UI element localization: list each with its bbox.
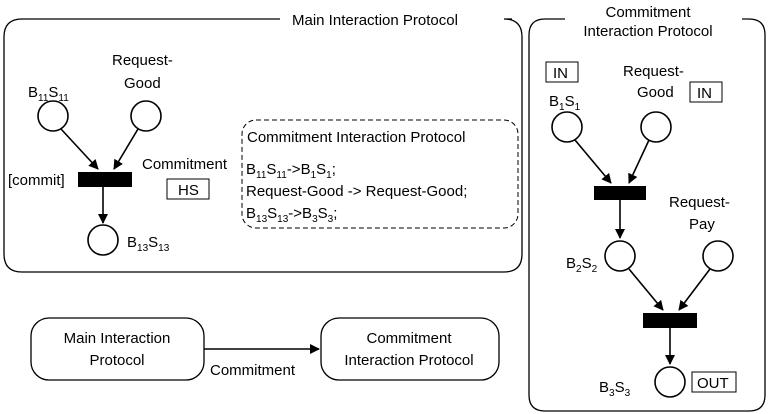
place-b2s2 (604, 240, 636, 272)
commit-request-good-label-1: Request- (623, 63, 684, 80)
commit-place-request-good (640, 111, 672, 143)
hs-tag-text: HS (178, 182, 199, 199)
transition-commit (78, 172, 132, 187)
summary-commitment-label: Commitment (210, 362, 296, 379)
arc-request-pay-to-t2 (678, 268, 711, 311)
transition-commit-label: [commit] (8, 172, 65, 189)
place-b1s1 (551, 111, 583, 143)
arc-request-good-to-commit (113, 128, 139, 170)
summary-commitment-protocol-box (320, 317, 500, 381)
place-request-good-label-2: Good (124, 75, 161, 92)
place-b3s3-label: B3S3 (599, 379, 631, 399)
summary-main-protocol-box (30, 317, 205, 381)
out-tag (691, 371, 737, 393)
mapping-line-1: B11S11->B1S1; (246, 161, 336, 181)
place-b11s11 (37, 100, 69, 132)
place-request-pay-label-1: Request- (669, 194, 730, 211)
place-b11s11-label: B11S11 (28, 84, 69, 104)
mapping-line-3: B13S13->B3S3; (246, 205, 337, 225)
commit-request-good-label-2: Good (637, 84, 674, 101)
in-tag-request-good (689, 81, 723, 103)
commitment-label: Commitment (142, 156, 228, 173)
summary-main-protocol-line-1: Main Interaction (64, 330, 171, 347)
mapping-box-title: Commitment Interaction Protocol (247, 129, 465, 146)
place-b2s2-label: B2S2 (566, 255, 598, 275)
place-b13s13 (87, 224, 119, 256)
place-b1s1-label: B1S1 (549, 93, 581, 113)
place-request-good (130, 100, 162, 132)
commitment-mapping-box (241, 119, 519, 229)
in-tag-request-good-text: IN (697, 85, 712, 102)
place-request-good-label-1: Request- (112, 52, 173, 69)
arc-b1s1-to-t1 (574, 139, 612, 184)
hs-tag (166, 178, 210, 200)
in-tag-b1s1 (545, 61, 579, 83)
place-request-pay (702, 240, 734, 272)
summary-commitment-protocol-line-2: Interaction Protocol (344, 352, 473, 369)
commitment-protocol-title-line-2: Interaction Protocol (583, 23, 712, 40)
out-tag-text: OUT (697, 375, 729, 392)
commitment-protocol-frame: Commitment Interaction Protocol (528, 4, 766, 412)
summary-commitment-protocol-line-1: Commitment (366, 330, 452, 347)
arc-request-good-to-t1 (628, 139, 650, 184)
commit-transition-1 (594, 186, 646, 200)
commit-transition-2 (643, 313, 697, 328)
mapping-line-2: Request-Good -> Request-Good; (246, 183, 467, 200)
main-protocol-frame: Main Interaction Protocol (3, 12, 523, 273)
arc-b2s2-to-t2 (628, 268, 664, 311)
place-b3s3 (654, 366, 686, 398)
main-protocol-title: Main Interaction Protocol (292, 12, 458, 29)
arc-b11s11-to-commit (60, 128, 99, 170)
place-b13s13-label: B13S13 (127, 234, 170, 254)
place-request-pay-label-2: Pay (689, 216, 715, 233)
in-tag-b1s1-text: IN (553, 65, 568, 82)
summary-main-protocol-line-2: Protocol (89, 352, 144, 369)
commitment-protocol-title-line-1: Commitment (605, 4, 691, 21)
